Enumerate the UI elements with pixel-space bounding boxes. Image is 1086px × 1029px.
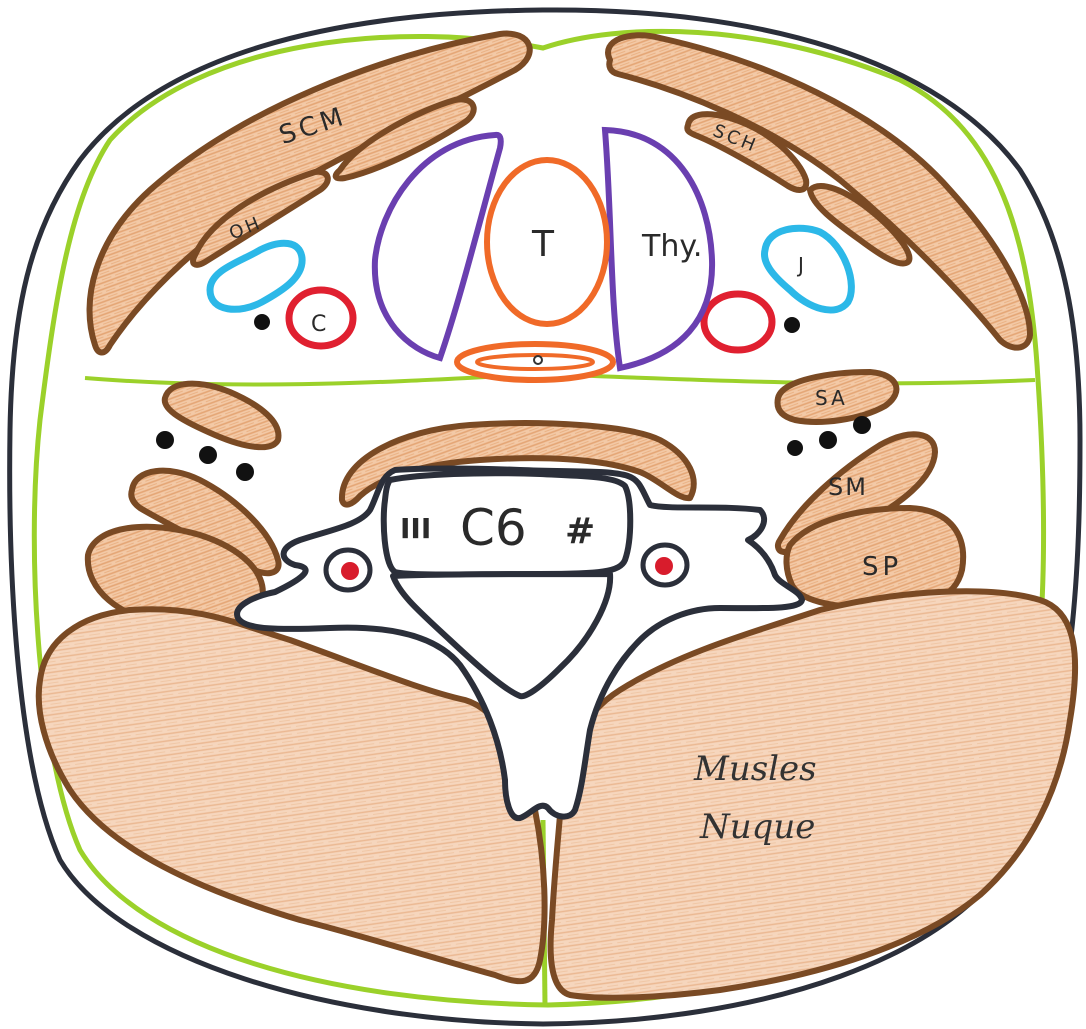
label-carotid: C (311, 312, 326, 337)
brachial-plexus-dot (199, 446, 217, 464)
carotid-right (704, 294, 772, 350)
label-hash: # (565, 511, 595, 552)
label-muscles-line1: Musles (693, 749, 817, 789)
brachial-plexus-dot (236, 463, 254, 481)
label-vertebra: C6 (460, 499, 527, 557)
label-sp: SP (862, 552, 902, 582)
vagus-left (254, 314, 270, 330)
brachial-plexus-dot (819, 431, 837, 449)
label-thyroid: Thy. (641, 229, 702, 264)
brachial-plexus-dot (853, 416, 871, 434)
brachial-plexus-dot (787, 440, 803, 456)
label-trachea: T (531, 224, 555, 265)
label-jugular: J (796, 253, 804, 277)
vertebral-artery-right (655, 557, 673, 575)
esophagus-center-dot (534, 356, 542, 364)
label-sa: SA (815, 386, 848, 410)
vagus-right (784, 317, 800, 333)
vertebral-artery-left (341, 562, 359, 580)
label-roman-three: III (400, 512, 431, 545)
label-muscles-line2: Nuque (699, 807, 815, 847)
label-sm: SM (828, 473, 868, 501)
brachial-plexus-dot (156, 431, 174, 449)
